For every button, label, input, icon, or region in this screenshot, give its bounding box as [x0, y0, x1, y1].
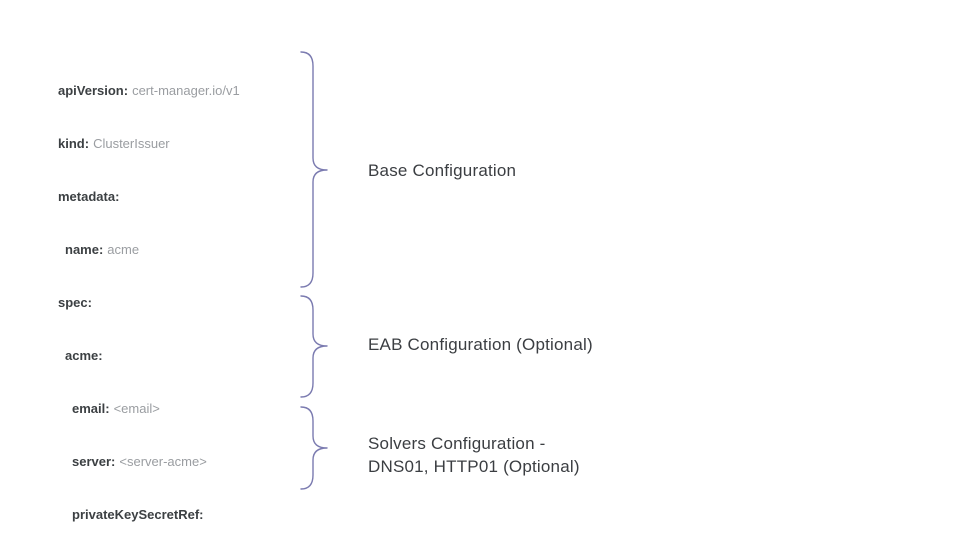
yaml-key: email:: [72, 401, 110, 416]
yaml-key: apiVersion:: [58, 83, 129, 98]
label-eab-configuration: EAB Configuration (Optional): [368, 335, 593, 354]
yaml-line-privatekeysecretref: privateKeySecretRef:: [58, 503, 296, 526]
label-base-configuration: Base Configuration: [368, 161, 517, 180]
yaml-key: name:: [65, 242, 104, 257]
yaml-line-email: email:<email>: [58, 397, 296, 420]
yaml-code-block: apiVersion:cert-manager.io/v1 kind:Clust…: [58, 49, 296, 540]
yaml-key: spec:: [58, 295, 92, 310]
yaml-value: cert-manager.io/v1: [132, 83, 240, 98]
label-solvers-configuration: Solvers Configuration - DNS01, HTTP01 (O…: [368, 432, 580, 478]
yaml-key: privateKeySecretRef:: [72, 507, 204, 522]
yaml-line-apiversion: apiVersion:cert-manager.io/v1: [58, 79, 296, 102]
yaml-value: <server-acme>: [119, 454, 207, 469]
yaml-key: metadata:: [58, 189, 120, 204]
label-solvers-line2: DNS01, HTTP01 (Optional): [368, 457, 580, 476]
yaml-value: ClusterIssuer: [93, 136, 170, 151]
yaml-key: acme:: [65, 348, 103, 363]
label-solvers-line1: Solvers Configuration -: [368, 434, 546, 453]
yaml-key: kind:: [58, 136, 90, 151]
yaml-value: acme: [107, 242, 140, 257]
brace-base-configuration: [300, 51, 328, 288]
brace-solvers-configuration: [300, 406, 328, 490]
yaml-line-server: server:<server-acme>: [58, 450, 296, 473]
brace-eab-configuration: [300, 295, 328, 398]
yaml-key: server:: [72, 454, 116, 469]
yaml-line-acme: acme:: [58, 344, 296, 367]
yaml-line-spec: spec:: [58, 291, 296, 314]
yaml-value: <email>: [113, 401, 160, 416]
section-braces: [300, 51, 328, 490]
yaml-line-kind: kind:ClusterIssuer: [58, 132, 296, 155]
yaml-line-metadata-name: name:acme: [58, 238, 296, 261]
yaml-line-metadata: metadata:: [58, 185, 296, 208]
